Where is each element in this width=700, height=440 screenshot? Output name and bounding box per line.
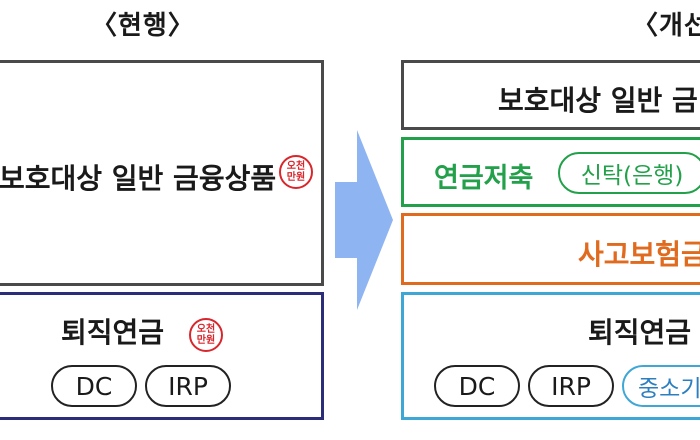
current-pension-type-dc: DC: [51, 365, 137, 407]
improved-retirement-pension-box: 퇴직연금 DC IRP 중소기: [401, 292, 700, 420]
current-general-products-label: 보호대상 일반 금융상품: [0, 162, 277, 195]
seal-text-line1: 오천: [286, 161, 306, 172]
current-retirement-pension-box: 퇴직연금 오천 만원 DC IRP: [0, 292, 324, 420]
improved-trust-bank-pill: 신탁(은행): [558, 152, 700, 194]
improved-general-products-box: 보호대상 일반 금: [401, 60, 700, 130]
improved-pension-type-dc: DC: [434, 365, 520, 407]
current-pension-title: 퇴직연금: [61, 316, 165, 349]
improved-heading: 〈개선: [632, 11, 700, 41]
current-pension-type-irp: IRP: [145, 365, 231, 407]
seal-text-line2: 만원: [196, 335, 216, 346]
improved-accident-insurance-box: 사고보험금: [401, 213, 700, 285]
current-pension-limit-seal: 오천 만원: [189, 318, 223, 352]
current-general-limit-seal: 오천 만원: [279, 155, 313, 189]
improved-pension-type-irp: IRP: [528, 365, 614, 407]
improved-general-products-label: 보호대상 일반 금: [498, 84, 698, 117]
improved-sme-fund-pill: 중소기: [622, 365, 700, 407]
improved-pension-savings-box: 연금저축 신탁(은행): [401, 137, 700, 207]
seal-text-line2: 만원: [286, 172, 306, 183]
improved-pension-title: 퇴직연금: [588, 316, 692, 349]
improved-accident-insurance-label: 사고보험금: [578, 238, 700, 271]
current-heading: 〈현행〉: [91, 11, 195, 41]
seal-text-line1: 오천: [196, 324, 216, 335]
improved-pension-savings-label: 연금저축: [434, 163, 534, 194]
arrow-right-icon: [335, 130, 393, 310]
current-general-products-box: 보호대상 일반 금융상품 오천 만원: [0, 60, 324, 286]
